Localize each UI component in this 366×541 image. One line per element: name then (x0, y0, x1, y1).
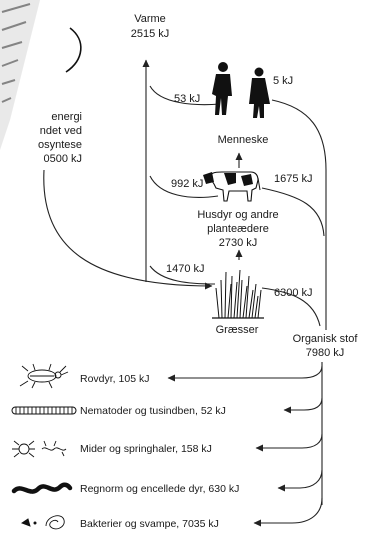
husdyr-label-line2: planteædere (207, 223, 269, 235)
photosynthesis-label-line1: energi (51, 111, 82, 123)
flow-to-nematoder (284, 398, 322, 410)
flow-menneske-organisk-value: 5 kJ (273, 75, 293, 87)
husdyr-label-line1: Husdyr og andre (197, 209, 278, 221)
decomposer-label-regnorm: Regnorm og encellede dyr, 630 kJ (80, 483, 239, 495)
organisk-stof-label: Organisk stof (293, 333, 359, 345)
grass-icon (212, 270, 264, 318)
flow-to-mider (256, 434, 322, 448)
flow-to-bakterier (254, 498, 322, 523)
organisk-stof-value: 7980 kJ (306, 347, 345, 359)
mite-icon (12, 441, 66, 457)
flow-to-rovdyr (168, 366, 322, 378)
millipede-icon (12, 407, 76, 414)
flow-graesser-organisk-value: 6300 kJ (274, 287, 313, 299)
flow-menneske-varme-value: 53 kJ (174, 93, 200, 105)
varme-value: 2515 kJ (131, 28, 170, 40)
beetle-icon (20, 364, 68, 388)
decomposer-label-rovdyr: Rovdyr, 105 kJ (80, 373, 149, 385)
flow-graesser-varme-value: 1470 kJ (166, 263, 205, 275)
human-figures-icon (212, 62, 270, 118)
earthworm-icon (14, 485, 70, 492)
menneske-label: Menneske (218, 134, 269, 146)
flow-to-regnorm (278, 470, 322, 488)
photosynthesis-label-line3: osyntese (38, 139, 82, 151)
decomposer-label-nematoder: Nematoder og tusindben, 52 kJ (80, 405, 226, 417)
varme-label: Varme (134, 13, 166, 25)
photosynthesis-label-line4: 0500 kJ (43, 153, 82, 165)
decomposer-label-mider: Mider og springhaler, 158 kJ (80, 443, 212, 455)
husdyr-value: 2730 kJ (219, 237, 258, 249)
bacteria-icon (22, 516, 64, 529)
photosynthesis-label-line2: ndet ved (40, 125, 82, 137)
flow-husdyr-organisk-value: 1675 kJ (274, 173, 313, 185)
decomposer-label-bakterier: Bakterier og svampe, 7035 kJ (80, 518, 219, 530)
flow-husdyr-varme-value: 992 kJ (171, 178, 203, 190)
graesser-label: Græsser (216, 324, 259, 336)
